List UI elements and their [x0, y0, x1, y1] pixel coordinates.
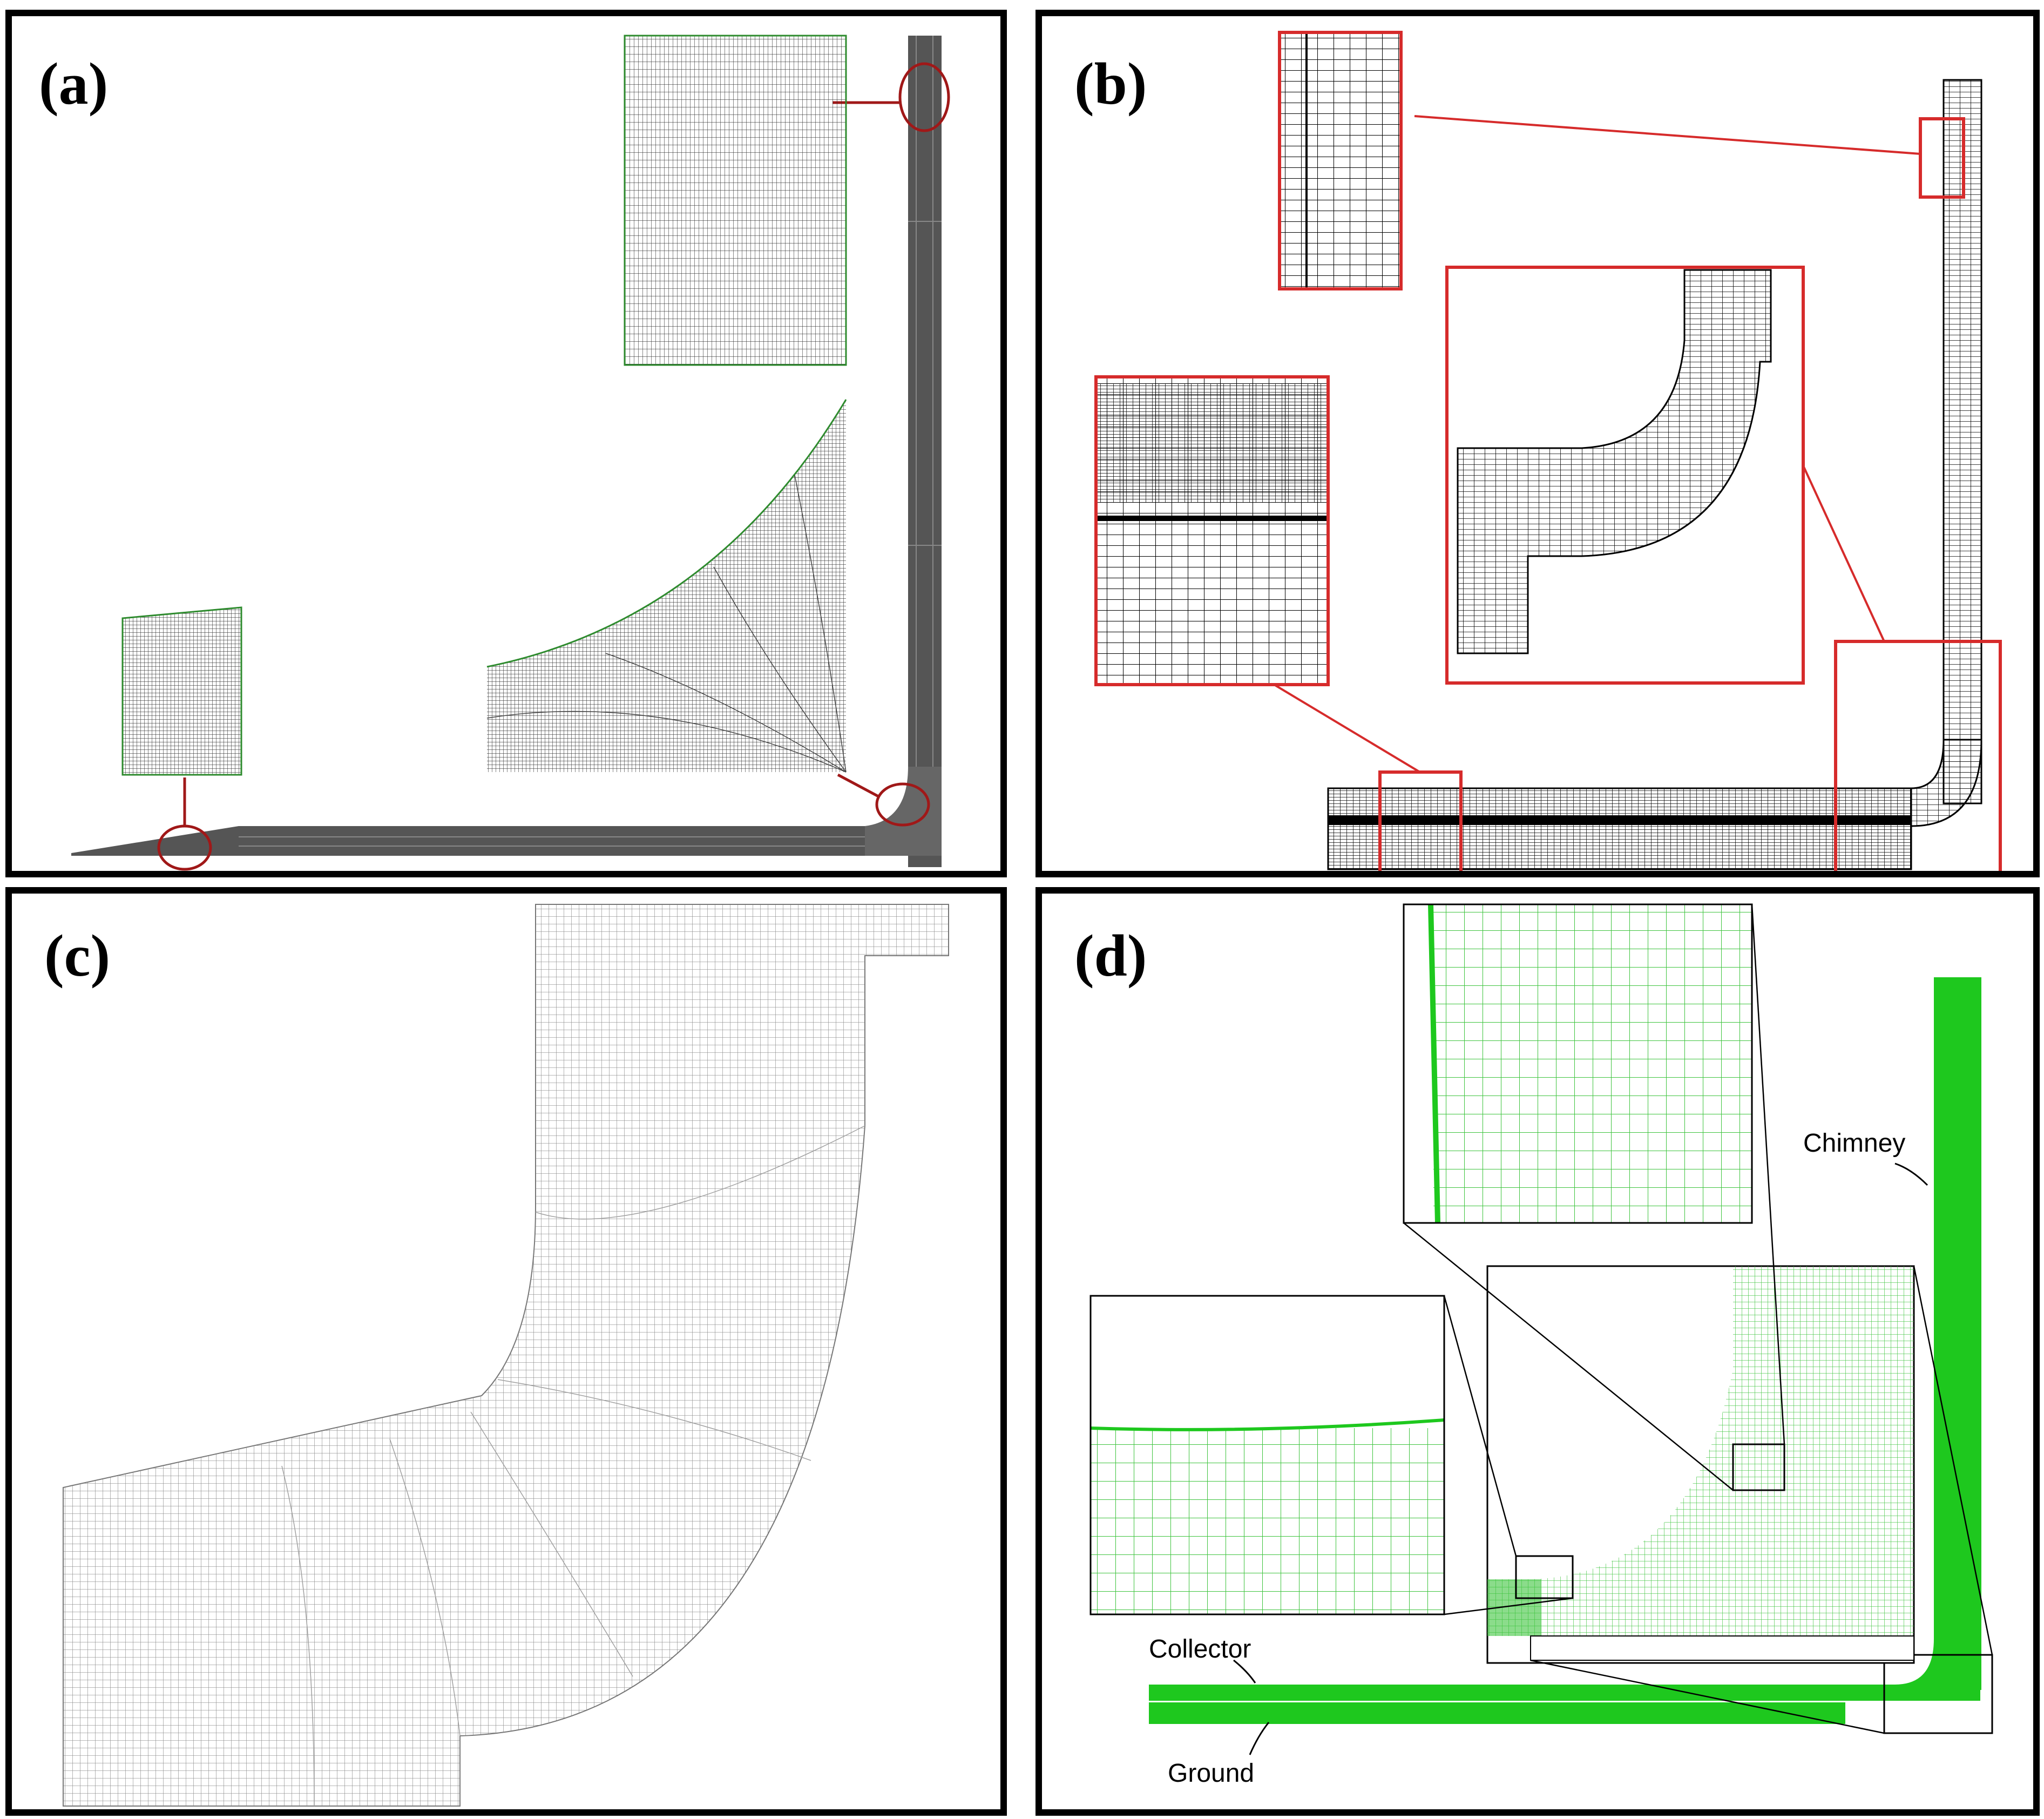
inset-corner-mesh: [1445, 266, 1805, 685]
inset-inlet-mesh: [1094, 375, 1330, 686]
panel-c-mesh-figure: [63, 904, 949, 1807]
collector-mesh: [1149, 1685, 1980, 1701]
inset-inlet-mesh: [121, 606, 242, 776]
zoom-box-top: [1919, 117, 1965, 199]
panel-d-mesh-figure: Chimney Collector Ground: [1089, 903, 1993, 1788]
panel-c: (c): [5, 887, 1007, 1816]
panel-b: (b): [1035, 10, 2040, 877]
zoom-box-corner: [1883, 1654, 1993, 1734]
panel-a: (a): [5, 10, 1007, 877]
panel-b-label: (b): [1074, 51, 1147, 117]
chimney-mesh: [908, 36, 942, 867]
chimney-mesh: [1943, 79, 1982, 804]
inset-inlet-mesh: [1089, 1295, 1445, 1615]
zoom-circle-top: [898, 62, 950, 132]
collector-label: Collector: [1149, 1635, 1251, 1664]
ground-leader: [1249, 1722, 1270, 1755]
inset-chimney-mesh: [624, 35, 847, 366]
bend-mesh: [63, 904, 949, 1807]
collector-leader: [1233, 1659, 1256, 1683]
zoom-box-corner: [1834, 640, 2002, 871]
panel-a-mesh-figure: [71, 35, 950, 871]
chimney-mesh: [1934, 977, 1981, 1690]
collector-mesh: [71, 815, 942, 856]
inset-corner-mesh: [486, 399, 847, 773]
chimney-leader: [1894, 1162, 1928, 1186]
zoom-circle-corner: [875, 782, 930, 827]
ground-label: Ground: [1168, 1759, 1254, 1788]
inset-top-mesh: [1403, 903, 1753, 1224]
chimney-label: Chimney: [1803, 1129, 1905, 1158]
zoom-box-inlet: [1378, 770, 1463, 871]
inset-top-mesh: [1278, 31, 1403, 290]
panel-d: (d): [1035, 887, 2040, 1816]
panel-b-mesh-figure: [1094, 31, 2002, 871]
panel-a-label: (a): [39, 51, 109, 117]
collector-mesh: [1327, 787, 1912, 870]
bend-radial-lines: [281, 1125, 865, 1807]
ground-mesh: [1149, 1702, 1845, 1724]
panel-d-label: (d): [1074, 923, 1147, 989]
panel-c-label: (c): [44, 923, 111, 989]
